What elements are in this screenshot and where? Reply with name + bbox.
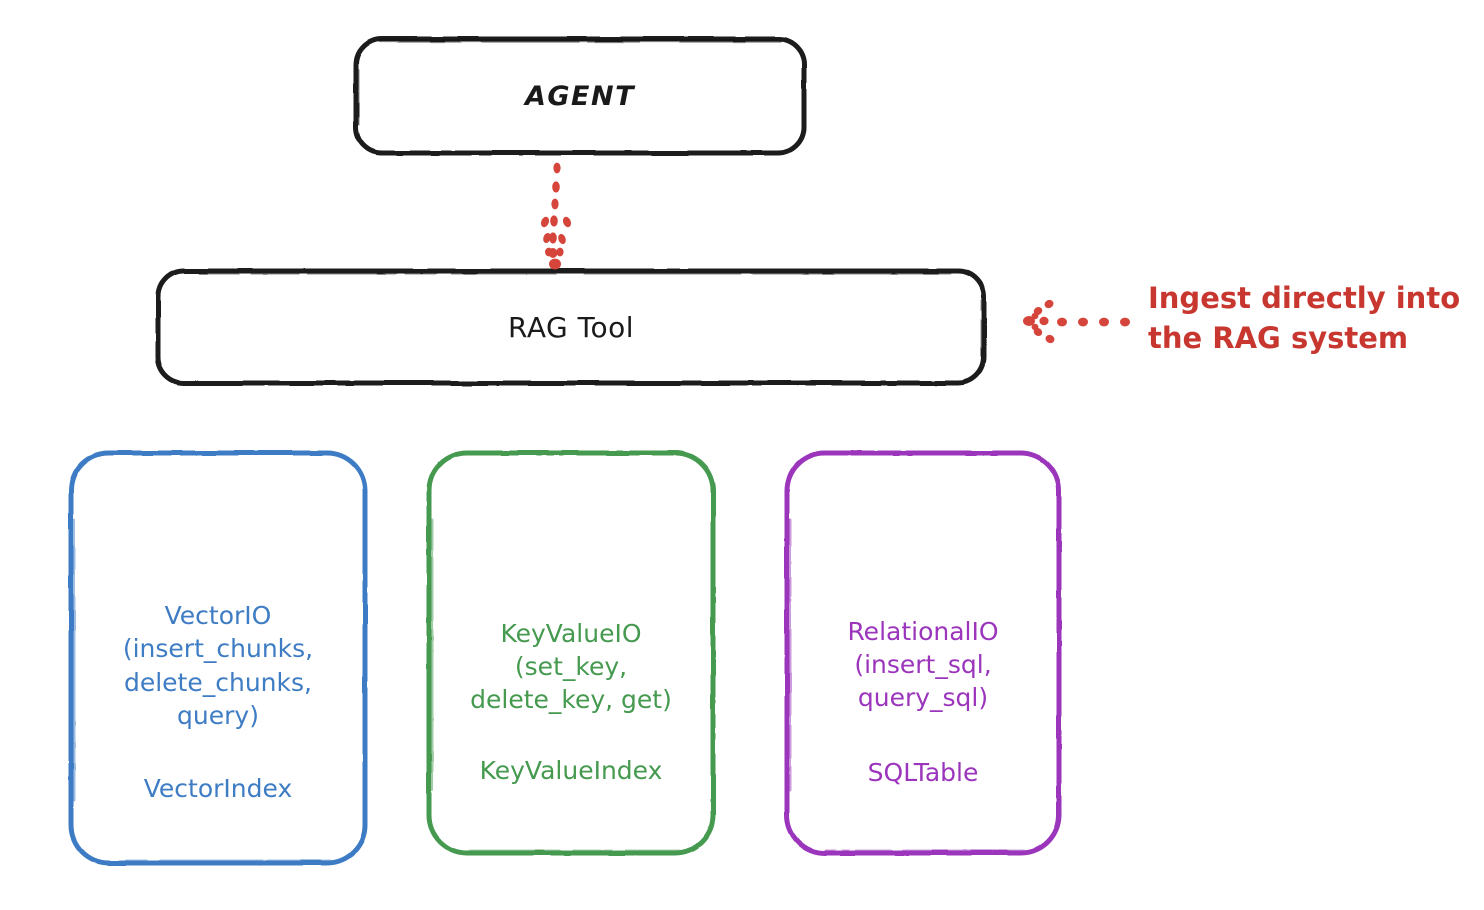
vector-io-body: VectorIO (insert_chunks, delete_chunks, … xyxy=(70,513,366,803)
ingest-annotation-text: Ingest directly into the RAG system xyxy=(1148,281,1461,356)
rag-tool-box-outline xyxy=(155,268,987,386)
relational-io-node[interactable]: RelationalIO (insert_sql, query_sql) SQL… xyxy=(786,452,1060,854)
vector-io-api-label: VectorIO (insert_chunks, delete_chunks, … xyxy=(122,601,314,730)
relational-box-outline xyxy=(784,450,1062,856)
vector-index-label: VectorIndex xyxy=(143,774,293,803)
relational-io-api-label: RelationalIO (insert_sql, query_sql) xyxy=(847,616,999,713)
rag-tool-label: RAG Tool xyxy=(508,310,634,344)
ingest-arrow xyxy=(1023,299,1130,344)
relational-io-body: RelationalIO (insert_sql, query_sql) SQL… xyxy=(786,519,1060,788)
vector-io-node[interactable]: VectorIO (insert_chunks, delete_chunks, … xyxy=(70,452,366,864)
keyvalue-index-label: KeyValueIndex xyxy=(479,756,663,786)
sql-table-label: SQLTable xyxy=(867,758,979,788)
keyvalue-box-outline xyxy=(426,450,716,856)
rag-tool-node[interactable]: RAG Tool xyxy=(157,270,985,384)
agent-label: AGENT xyxy=(524,80,635,112)
keyvalue-io-body: KeyValueIO (set_key, delete_key, get) Ke… xyxy=(428,521,714,786)
keyvalue-io-node[interactable]: KeyValueIO (set_key, delete_key, get) Ke… xyxy=(428,452,714,854)
agent-to-rag-tool-arrow xyxy=(540,162,572,270)
keyvalue-io-api-label: KeyValueIO (set_key, delete_key, get) xyxy=(470,618,672,715)
agent-node[interactable]: AGENT xyxy=(355,38,805,154)
vector-box-outline xyxy=(68,450,368,866)
agent-box-outline xyxy=(353,36,807,156)
